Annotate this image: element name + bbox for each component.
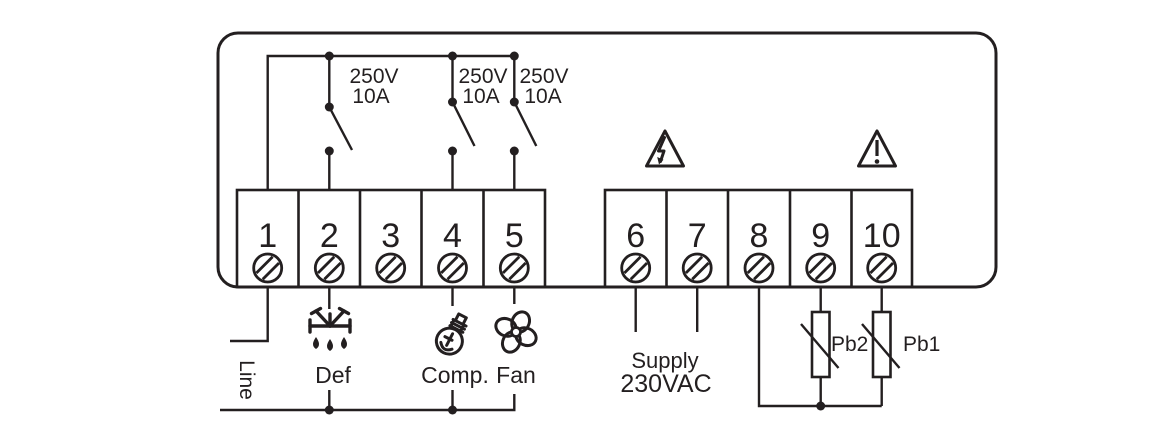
load-circuit: Line Def (220, 287, 538, 415)
thermistor-pb1 (861, 310, 901, 379)
bulb-icon (434, 312, 468, 356)
terminal-7-label: 7 (688, 217, 707, 255)
supply-circuit: Supply 230VAC (620, 287, 712, 398)
relay-circuit: 250V 10A 250V 10A 250V 10A (266, 51, 569, 190)
contact-dot (509, 97, 519, 107)
fan-blades-icon (494, 310, 538, 354)
top-bus-wire (266, 54, 515, 190)
terminal-5-label: 5 (505, 217, 524, 255)
terminal-9-label: 9 (811, 217, 830, 255)
junction-dot (448, 51, 457, 61)
contact-dot (448, 146, 457, 156)
probe2-label: Pb2 (831, 333, 868, 356)
terminal-6-label: 6 (626, 217, 645, 255)
junction-dot (509, 51, 519, 61)
junction-dot (816, 401, 826, 411)
lightning-triangle-icon (645, 129, 685, 168)
switch2-voltage-label: 250V (458, 65, 507, 88)
supply-voltage-label: 230VAC (620, 370, 711, 398)
relay-switch-compressor (451, 56, 476, 190)
junction-dot (324, 51, 334, 61)
fan-label: Fan (496, 362, 536, 388)
switch3-amperage-label: 10A (524, 85, 561, 108)
thermistor-pb2 (800, 310, 840, 379)
terminal-3-label: 3 (381, 217, 400, 255)
line-label: Line (235, 360, 258, 400)
switch-arm (513, 101, 538, 147)
switch-arm (451, 101, 476, 147)
compressor-label: Comp. (421, 362, 489, 388)
sensor-circuit: Pb2 Pb1 (757, 287, 940, 411)
contact-dot (324, 102, 334, 112)
relay-switch-defrost (328, 56, 354, 190)
line-wire (230, 287, 269, 343)
terminal-block-right: 6 7 8 9 10 (603, 188, 914, 289)
contact-dot (448, 97, 457, 107)
load-return-bus (220, 394, 516, 412)
terminal-2-label: 2 (320, 217, 339, 255)
terminal-10-label: 10 (863, 217, 901, 255)
terminal-4-label: 4 (443, 217, 462, 255)
terminal-block-left: 1 2 3 4 5 (235, 188, 547, 289)
supply-word-label: Supply (631, 348, 698, 373)
snowflake-drops-icon (308, 306, 352, 351)
switch-arm (328, 106, 354, 151)
switch2-amperage-label: 10A (462, 85, 499, 108)
terminal-1-label: 1 (258, 217, 277, 255)
relay-switch-fan (513, 56, 538, 190)
terminal-8-label: 8 (750, 217, 769, 255)
exclamation-triangle-icon (857, 129, 897, 168)
junction-dot (324, 405, 334, 415)
contact-dot (509, 146, 519, 156)
switch1-amperage-label: 10A (352, 85, 389, 108)
defrost-label: Def (315, 362, 351, 388)
probe1-label: Pb1 (903, 333, 940, 356)
contact-dot (324, 146, 334, 156)
probe-common-wire (757, 287, 882, 408)
junction-dot (448, 405, 457, 415)
terminal-block-outline (235, 188, 547, 289)
switch3-voltage-label: 250V (519, 65, 568, 88)
switch1-voltage-label: 250V (349, 65, 398, 88)
